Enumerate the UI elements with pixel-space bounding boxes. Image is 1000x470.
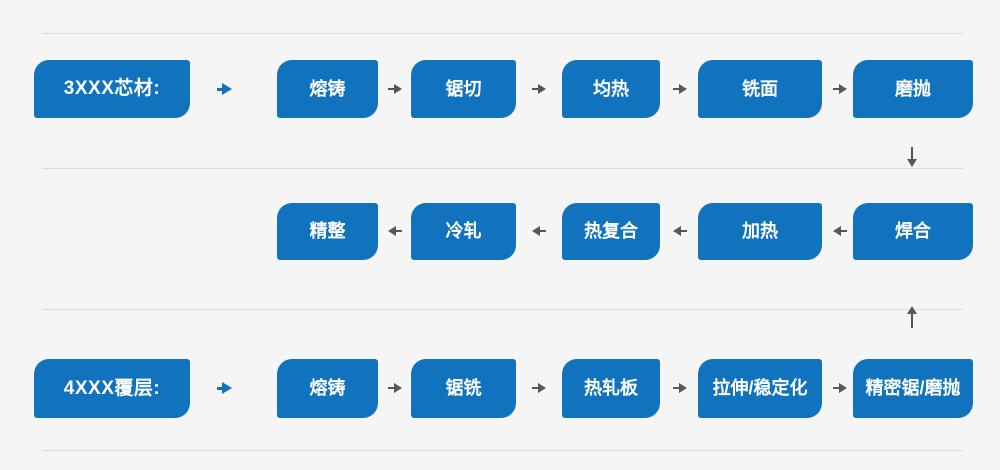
step-milling: 铣面 (698, 60, 822, 118)
step-label: 精整 (309, 221, 346, 242)
step-label: 拉伸/稳定化 (712, 378, 808, 399)
step-heating: 加热 (698, 203, 822, 260)
step-hot-rolled-plate: 热轧板 (562, 359, 660, 418)
step-sawing: 锯切 (411, 60, 516, 118)
arrow-right-icon (217, 83, 232, 95)
row1-title-box: 3XXX芯材: (34, 60, 190, 118)
step-label: 锯切 (445, 78, 482, 99)
arrow-left-icon (833, 225, 847, 237)
step-hot-cladding: 热复合 (562, 203, 660, 260)
row3-title-label: 4XXX覆层: (63, 377, 161, 399)
step-label: 均热 (593, 78, 629, 99)
arrow-right-icon (833, 382, 847, 394)
step-saw-milling: 锯铣 (411, 359, 516, 418)
step-stretch-stabilization: 拉伸/稳定化 (698, 359, 822, 418)
step-casting-row3: 熔铸 (277, 359, 378, 418)
arrow-left-icon (388, 225, 402, 237)
step-casting-row1: 熔铸 (277, 60, 378, 118)
step-finishing: 精整 (277, 203, 378, 260)
step-label: 锯铣 (445, 378, 482, 399)
arrow-right-icon (673, 83, 687, 95)
arrow-right-icon (673, 382, 687, 394)
step-label: 磨抛 (895, 78, 931, 99)
step-precision-saw-polish: 精密锯/磨抛 (853, 359, 973, 418)
arrow-left-icon (532, 225, 546, 237)
separator-line (42, 450, 963, 451)
step-label: 熔铸 (309, 78, 346, 99)
row3-title-box: 4XXX覆层: (34, 359, 190, 418)
step-label: 熔铸 (309, 378, 346, 399)
arrow-right-icon (532, 83, 546, 95)
step-label: 铣面 (742, 78, 778, 99)
step-welding: 焊合 (853, 203, 973, 260)
separator-line (42, 309, 963, 310)
separator-line (42, 33, 963, 34)
step-label: 热轧板 (584, 378, 638, 399)
step-soaking: 均热 (562, 60, 660, 118)
step-grinding-polishing: 磨抛 (853, 60, 973, 118)
step-label: 焊合 (895, 221, 931, 242)
arrow-right-icon (217, 382, 232, 394)
arrow-left-icon (673, 225, 687, 237)
step-label: 加热 (742, 221, 778, 242)
row1-title-label: 3XXX芯材: (63, 78, 161, 100)
arrow-right-icon (388, 83, 402, 95)
arrow-right-icon (532, 382, 546, 394)
separator-line (42, 168, 963, 169)
arrow-up-icon (906, 306, 918, 328)
step-cold-rolling: 冷轧 (411, 203, 516, 260)
arrow-right-icon (388, 382, 402, 394)
arrow-down-icon (906, 147, 918, 167)
step-label: 精密锯/磨抛 (865, 378, 961, 399)
step-label: 冷轧 (445, 221, 482, 242)
arrow-right-icon (833, 83, 847, 95)
step-label: 热复合 (584, 221, 638, 242)
